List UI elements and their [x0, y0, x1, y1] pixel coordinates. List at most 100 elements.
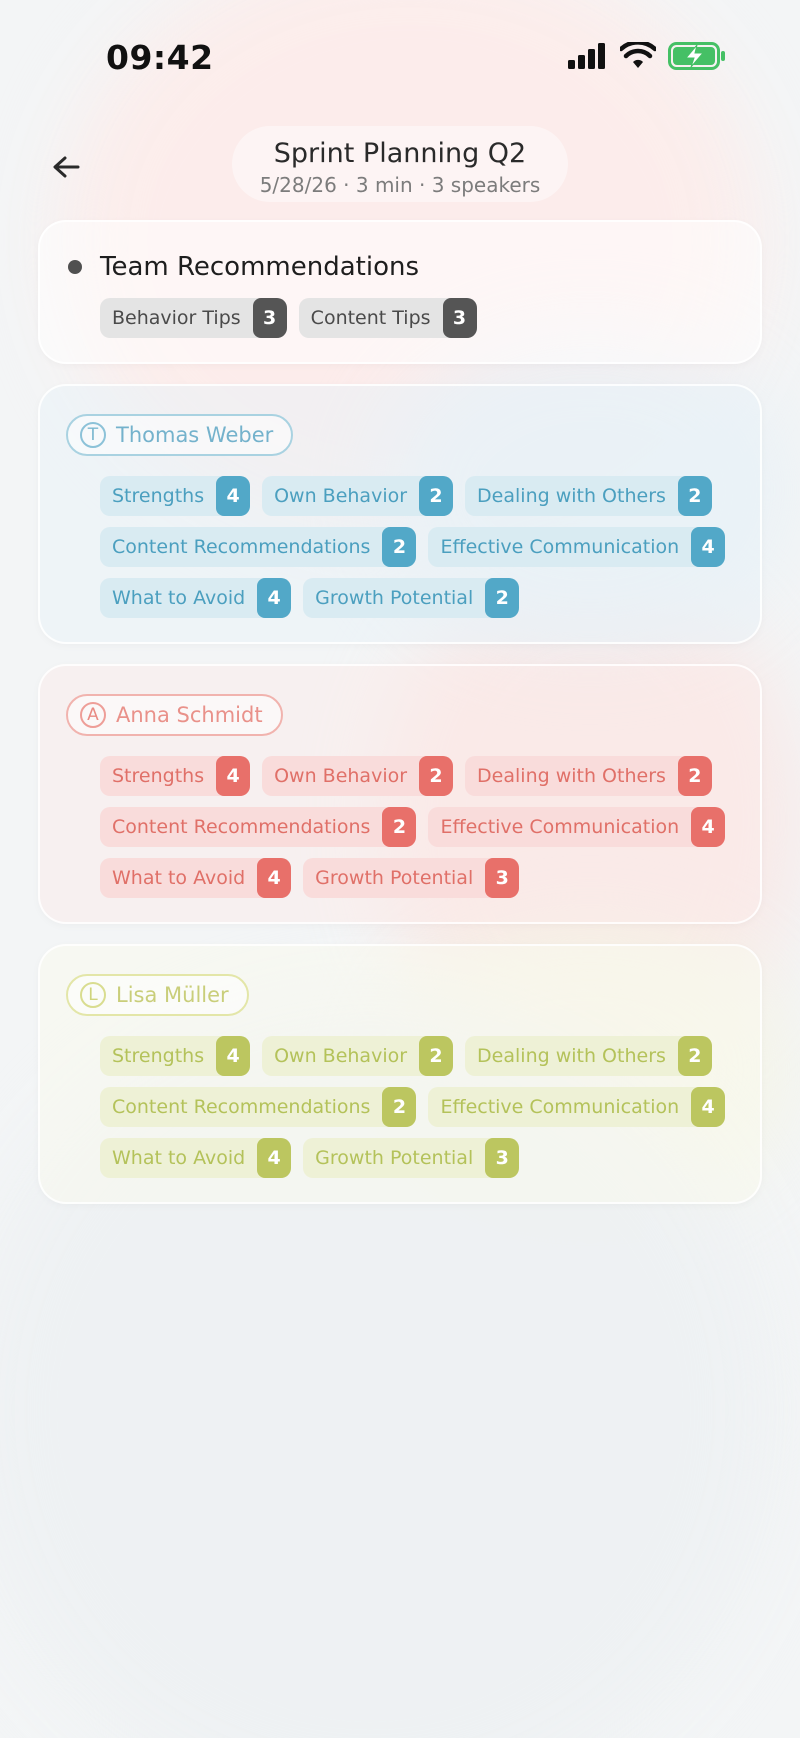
chip-count: 4 [691, 527, 726, 567]
chip-label: Dealing with Others [477, 485, 666, 507]
chip-count: 4 [216, 756, 251, 796]
speaker-card-anna[interactable]: A Anna Schmidt Strengths 4 Own Behavior 2 … [38, 664, 762, 924]
speaker-pill[interactable]: T Thomas Weber [66, 414, 294, 456]
chip-dealing-with-others[interactable]: Dealing with Others 2 [465, 756, 712, 796]
chip-count: 2 [419, 1036, 454, 1076]
chip-row: Strengths 4 Own Behavior 2 Dealing with Ot… [100, 756, 712, 796]
status-icons [568, 42, 726, 70]
speaker-avatar: T [80, 422, 106, 448]
chip-label: Growth Potential [315, 587, 474, 609]
speaker-card-lisa[interactable]: L Lisa Müller Strengths 4 Own Behavior 2 D… [38, 944, 762, 1204]
chip-count: 4 [257, 1138, 292, 1178]
team-chip-row: Behavior Tips 3 Content Tips 3 [100, 298, 477, 338]
chip-label: Content Tips [310, 307, 431, 329]
chip-dealing-with-others[interactable]: Dealing with Others 2 [465, 1036, 712, 1076]
chip-label: Content Recommendations [112, 816, 371, 838]
chip-count: 3 [442, 298, 477, 338]
chip-count: 4 [257, 858, 292, 898]
chip-count: 4 [216, 476, 251, 516]
bullet-icon [68, 260, 82, 274]
chip-label: Growth Potential [315, 867, 474, 889]
wifi-icon [620, 42, 656, 68]
chip-count: 2 [382, 807, 417, 847]
chip-label: Behavior Tips [112, 307, 241, 329]
chip-content-recommendations[interactable]: Content Recommendations 2 [100, 807, 417, 847]
chip-growth-potential[interactable]: Growth Potential 3 [303, 1138, 520, 1178]
chip-label: Strengths [112, 765, 205, 787]
team-header: Team Recommendations [68, 252, 419, 282]
chip-label: Content Recommendations [112, 1096, 371, 1118]
chip-own-behavior[interactable]: Own Behavior 2 [262, 1036, 454, 1076]
chip-label: Strengths [112, 1045, 205, 1067]
chip-row: Strengths 4 Own Behavior 2 Dealing with Ot… [100, 476, 712, 516]
chip-count: 2 [419, 756, 454, 796]
chip-count: 3 [485, 1138, 520, 1178]
speaker-name: Lisa Müller [116, 983, 229, 1007]
chip-row: Content Recommendations 2 Effective Commu… [100, 807, 726, 847]
speaker-card-thomas[interactable]: T Thomas Weber Strengths 4 Own Behavior 2 … [38, 384, 762, 644]
chip-label: Dealing with Others [477, 1045, 666, 1067]
chip-count: 4 [691, 807, 726, 847]
chip-label: Effective Communication [440, 1096, 680, 1118]
speaker-name: Thomas Weber [116, 423, 274, 447]
battery-charging-icon [668, 42, 725, 70]
speaker-name: Anna Schmidt [116, 703, 263, 727]
chip-behavior-tips[interactable]: Behavior Tips 3 [100, 298, 287, 338]
speaker-pill[interactable]: A Anna Schmidt [66, 694, 283, 736]
speaker-avatar: L [80, 982, 106, 1008]
chip-count: 4 [257, 578, 292, 618]
chip-count: 2 [677, 756, 712, 796]
arrow-left-icon [53, 156, 80, 178]
team-recommendations-card[interactable]: Team Recommendations Behavior Tips 3 Con… [38, 220, 762, 364]
page-subtitle: 5/28/26 · 3 min · 3 speakers [259, 173, 541, 197]
chip-label: What to Avoid [112, 867, 246, 889]
chip-label: Own Behavior [274, 765, 408, 787]
chip-effective-communication[interactable]: Effective Communication 4 [428, 527, 726, 567]
header-title-block: Sprint Planning Q2 5/28/26 · 3 min · 3 s… [232, 126, 568, 202]
chip-count: 4 [216, 1036, 251, 1076]
chip-label: Content Recommendations [112, 536, 371, 558]
status-time: 09:42 [106, 38, 214, 77]
speaker-pill[interactable]: L Lisa Müller [66, 974, 249, 1016]
chip-row: Content Recommendations 2 Effective Commu… [100, 527, 726, 567]
chip-content-recommendations[interactable]: Content Recommendations 2 [100, 527, 417, 567]
back-button[interactable] [44, 145, 88, 189]
chip-count: 3 [252, 298, 287, 338]
chip-label: Growth Potential [315, 1147, 474, 1169]
chip-dealing-with-others[interactable]: Dealing with Others 2 [465, 476, 712, 516]
chip-what-to-avoid[interactable]: What to Avoid 4 [100, 858, 292, 898]
chip-label: Own Behavior [274, 1045, 408, 1067]
chip-what-to-avoid[interactable]: What to Avoid 4 [100, 578, 292, 618]
chip-label: Own Behavior [274, 485, 408, 507]
chip-count: 2 [677, 476, 712, 516]
chip-count: 2 [419, 476, 454, 516]
chip-strengths[interactable]: Strengths 4 [100, 476, 251, 516]
chip-count: 2 [382, 527, 417, 567]
chip-row: Strengths 4 Own Behavior 2 Dealing with Ot… [100, 1036, 712, 1076]
chip-strengths[interactable]: Strengths 4 [100, 756, 251, 796]
chip-count: 4 [691, 1087, 726, 1127]
chip-content-tips[interactable]: Content Tips 3 [298, 298, 477, 338]
chip-count: 2 [677, 1036, 712, 1076]
chip-own-behavior[interactable]: Own Behavior 2 [262, 756, 454, 796]
chip-strengths[interactable]: Strengths 4 [100, 1036, 251, 1076]
chip-label: Strengths [112, 485, 205, 507]
cellular-signal-icon [568, 43, 605, 69]
chip-effective-communication[interactable]: Effective Communication 4 [428, 1087, 726, 1127]
status-bar: 09:42 [0, 0, 800, 110]
speaker-avatar: A [80, 702, 106, 728]
chip-label: What to Avoid [112, 587, 246, 609]
chip-own-behavior[interactable]: Own Behavior 2 [262, 476, 454, 516]
chip-label: Dealing with Others [477, 765, 666, 787]
chip-label: Effective Communication [440, 536, 680, 558]
team-title: Team Recommendations [100, 252, 419, 282]
